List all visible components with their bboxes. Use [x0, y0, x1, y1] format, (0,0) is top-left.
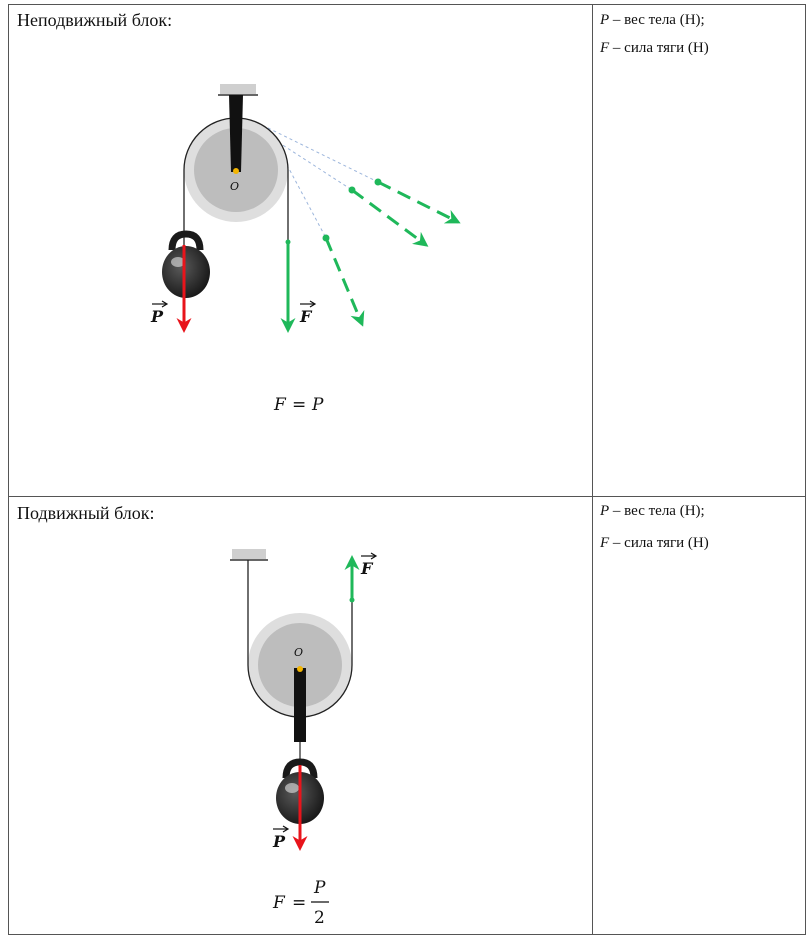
note-text: – вес тела (Н); [609, 12, 705, 28]
force-vector-label: F [299, 300, 317, 326]
formula-denominator: 2 [314, 908, 325, 928]
pulley-inner-disc [258, 623, 342, 707]
weight-label: P [150, 307, 164, 326]
alt-force-arrow [351, 188, 429, 247]
table-border-top [8, 4, 806, 5]
note-symbol: F [600, 40, 610, 56]
formula: F = P 2 [272, 878, 329, 928]
ceiling-mount [232, 549, 266, 559]
weight-label: P [272, 832, 286, 851]
force-origin-dot [285, 239, 291, 245]
weight-vector-label: P [272, 825, 290, 851]
center-label: O [294, 646, 303, 659]
force-label: F [299, 307, 313, 326]
note-symbol: F [600, 535, 610, 551]
alt-force-arrow [377, 180, 461, 224]
guide-line [267, 127, 379, 183]
table-row-divider [8, 496, 806, 497]
force-origin-dot [349, 597, 355, 603]
center-label: O [230, 180, 239, 193]
fixed-pulley-note-weight: P – вес тела (Н); [600, 10, 705, 30]
ceiling-mount [220, 84, 256, 94]
table-column-divider [592, 4, 593, 935]
kettlebell-weight [162, 230, 210, 298]
axle-dot [233, 168, 239, 174]
alt-force-origin-dot [374, 178, 382, 186]
formula-lhs: F [273, 395, 287, 415]
formula-numerator: P [313, 878, 326, 898]
table-border-bottom [8, 934, 806, 935]
alt-force-arrow [324, 237, 365, 327]
alt-force-origin-dot [348, 186, 356, 194]
pulley-bracket [294, 668, 306, 742]
guide-line [277, 141, 353, 191]
formula-lhs: F [272, 893, 286, 913]
movable-pulley-note-force: F – сила тяги (Н) [600, 533, 709, 553]
note-symbol: P [600, 12, 610, 28]
formula-op: = [292, 893, 306, 913]
force-label: F [360, 559, 374, 578]
note-text: – вес тела (Н); [609, 503, 705, 519]
movable-pulley-diagram: O F P F = P 2 [230, 549, 378, 928]
movable-pulley-title: Подвижный блок: [17, 503, 155, 523]
formula: F = P [273, 395, 324, 415]
formula-op: = [292, 395, 306, 415]
fixed-pulley-diagram: O P F F = P [150, 84, 461, 415]
note-text: – сила тяги (Н) [609, 40, 709, 56]
table-border-right [805, 4, 806, 935]
pulley-bracket [229, 95, 243, 172]
movable-pulley-note-weight: P – вес тела (Н); [600, 501, 705, 521]
weight-vector-label: P [150, 300, 169, 326]
formula-rhs: P [311, 395, 324, 415]
note-symbol: P [600, 503, 610, 519]
force-vector-label: F [360, 552, 378, 578]
fixed-pulley-note-force: F – сила тяги (Н) [600, 38, 709, 58]
table-border-left [8, 4, 9, 935]
alt-force-origin-dot [322, 234, 330, 242]
guide-line [286, 164, 327, 239]
fixed-pulley-title: Неподвижный блок: [17, 10, 173, 30]
note-text: – сила тяги (Н) [609, 535, 709, 551]
axle-dot [297, 666, 303, 672]
